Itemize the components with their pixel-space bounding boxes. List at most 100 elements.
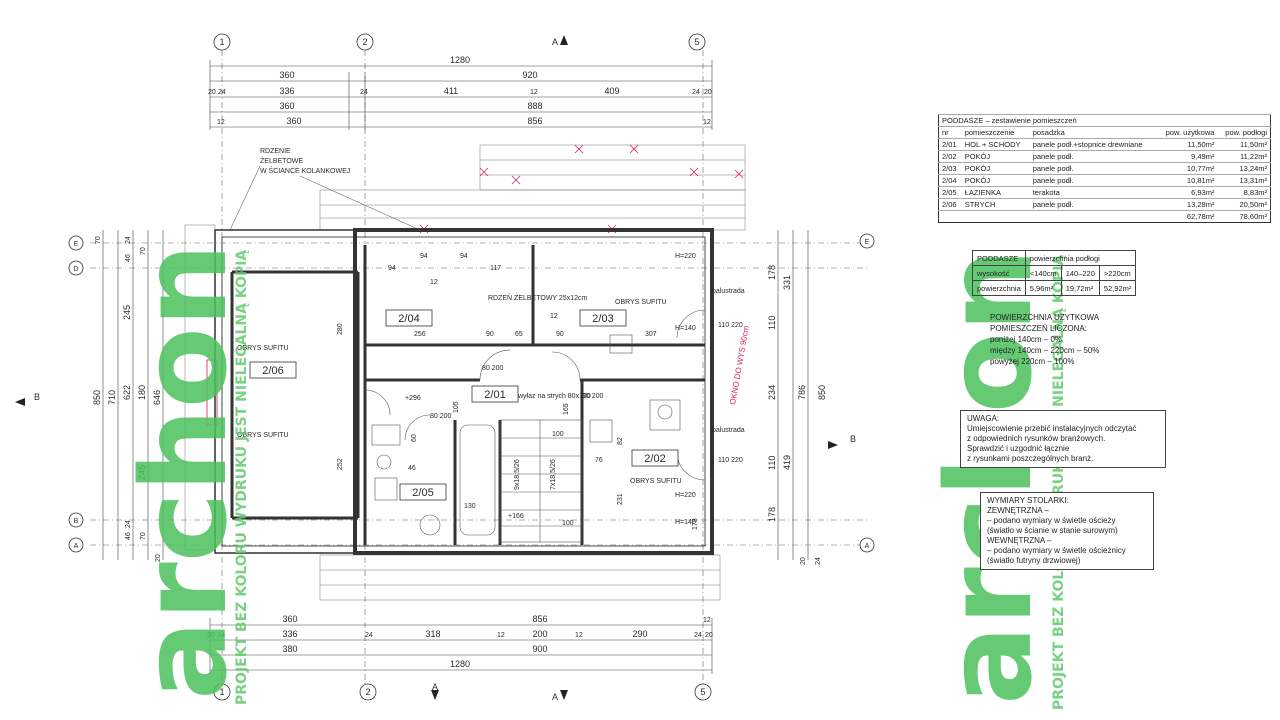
inner-dimensions: 94 94 94 117 12 256 90 65 12 90 307 280 … xyxy=(337,253,699,530)
cell: panele podł. xyxy=(1029,150,1158,163)
left-dimensions: 70 24 46 70 245 710 850 622 180 646 245 … xyxy=(92,236,162,562)
inner-dim-280: 280 xyxy=(337,323,344,335)
note-line-5: z rysunkami poszczególnych branż. xyxy=(967,454,1094,463)
bathroom-fixtures xyxy=(371,334,681,536)
inner-walls xyxy=(230,245,705,545)
obrys-sufitu-1: OBRYS SUFITU xyxy=(615,299,667,306)
table-row: 2/03 POKÓJ panele podł. 10,77m² 13,24m² xyxy=(938,162,1271,175)
installation-note: UWAGA: Umiejscowienie przebić instalacyj… xyxy=(960,410,1166,468)
axis-b-left: B xyxy=(74,518,79,525)
note-line-4: Sprawdzić i uzgodnić łącznie xyxy=(967,444,1070,453)
dim-top-360: 360 xyxy=(279,70,294,80)
dim-top-24c: 24 xyxy=(692,89,700,96)
axis-5-top: 5 xyxy=(694,37,699,47)
cell: 11,50m² xyxy=(1157,138,1218,151)
dim-left-180: 180 xyxy=(137,385,147,400)
cell: panele podł. xyxy=(1029,162,1158,175)
dim-bot-24a: 24 xyxy=(217,632,225,639)
cell: 140–220 xyxy=(1060,265,1100,281)
room-2-01: 2/01 xyxy=(484,389,505,401)
cell xyxy=(1029,210,1158,223)
inner-dim-130: 130 xyxy=(464,503,476,510)
inner-dim-90b: 90 xyxy=(556,331,564,338)
dim-right-110a: 110 xyxy=(767,316,777,330)
cell: ŁAZIENKA xyxy=(961,186,1030,199)
rules-line-1: POWIERZCHNIA UŻYTKOWA xyxy=(990,313,1100,322)
dim-top-12b: 12 xyxy=(217,119,225,126)
cell: terakota xyxy=(1029,186,1158,199)
dim-top-12a: 12 xyxy=(530,89,538,96)
cell: STRYCH xyxy=(961,198,1030,211)
dim-right-331: 331 xyxy=(782,275,792,290)
inner-dim-82: 82 xyxy=(617,437,624,445)
dim-right-178a: 178 xyxy=(767,265,777,280)
archon-logo-right: archon xyxy=(920,248,1058,705)
section-b-left: B xyxy=(34,392,40,402)
watermark-left: archon PROJEKT BEZ KOLORU WYDRUKU JEST N… xyxy=(115,243,253,705)
stairs-run-2: 7x18,5/26 xyxy=(550,459,557,490)
table-row: 2/02 POKÓJ panele podł. 9,49m² 11,22m² xyxy=(938,150,1271,163)
openings-line-3: – podano wymiary w świetle ościeży xyxy=(987,516,1116,525)
axis-e-left: E xyxy=(74,241,79,248)
openings-dimensions-note: WYMIARY STOLARKI: ZEWNĘTRZNA – – podano … xyxy=(980,492,1154,570)
dim-top-409: 409 xyxy=(604,86,619,96)
dim-right-850: 850 xyxy=(817,385,827,400)
red-marks xyxy=(206,144,744,426)
watermark-right: archon PROJEKT BEZ KOLORU WYDRUKU JEST N… xyxy=(920,248,1067,710)
cell: <140cm xyxy=(1024,265,1062,281)
openings-line-1: WYMIARY STOLARKI: xyxy=(987,496,1069,505)
cell: 2/05 xyxy=(938,186,962,199)
axis-d-left: D xyxy=(73,266,78,273)
rooms-th-nr: nr xyxy=(938,126,962,139)
openings-line-5: WEWNĘTRZNA – xyxy=(987,536,1052,545)
axis-grid xyxy=(90,50,870,690)
obrys-sufitu-3: OBRYS SUFITU xyxy=(237,432,289,439)
note-line-3: z odpowiednich rysunków branżowych. xyxy=(967,434,1106,443)
cell: 5,96m² xyxy=(1024,280,1062,296)
wylaz-label: wyłaz na strych 80x120 xyxy=(517,393,591,400)
rooms-th-usable: pow. użytkowa xyxy=(1157,126,1218,139)
cell: HOL + SCHODY xyxy=(961,138,1030,151)
total-usable: 62,78m² xyxy=(1157,210,1218,223)
note-line-2: Umiejscowienie przebić instalacyjnych od… xyxy=(967,424,1137,433)
bottom-dimension-lines xyxy=(209,618,713,674)
dim-left-646: 646 xyxy=(152,390,162,405)
openings-line-4: (światło w ścianie w stanie surowym) xyxy=(987,526,1118,535)
roof-eaves xyxy=(184,144,746,601)
axis-5-bottom: 5 xyxy=(700,687,705,697)
top-dimension-lines xyxy=(209,60,713,130)
inner-dim-231: 231 xyxy=(617,493,624,505)
dim-bot-318: 318 xyxy=(425,629,440,639)
dim-left-245b: 245 xyxy=(137,465,147,480)
cell xyxy=(938,210,962,223)
inner-dim-100a: 100 xyxy=(552,431,564,438)
area-header-poddasze: PODDASZE xyxy=(972,250,1026,266)
cell: 19,72m² xyxy=(1060,280,1100,296)
dim-left-245a: 245 xyxy=(122,305,132,320)
table-row: 2/01 HOL + SCHODY panele podł.+stopnice … xyxy=(938,138,1271,151)
rules-line-4: między 140cm – 220cm – 50% xyxy=(990,346,1100,355)
room-2-05: 2/05 xyxy=(412,487,433,499)
rules-line-3: poniżej 140cm – 0% xyxy=(990,335,1063,344)
dim-left-710: 710 xyxy=(107,390,117,405)
stairs-run-1: 9x18,5/26 xyxy=(514,459,521,490)
cell: powierzchnia xyxy=(972,280,1026,296)
axis-1-bottom: 1 xyxy=(219,687,224,697)
rooms-schedule-table: PODDASZE – zestawienie pomieszczeń nr po… xyxy=(938,114,1271,223)
dim-left-70c: 70 xyxy=(140,532,147,540)
dim-top-20a: 20 xyxy=(208,89,216,96)
area-header-title: powierzchnia podłogi xyxy=(1024,250,1137,266)
openings-line-6: – podano wymiary w świetle ościeżnicy xyxy=(987,546,1126,555)
dim-left-46a: 46 xyxy=(125,254,132,262)
cell: 2/03 xyxy=(938,162,962,175)
dim-right-20: 20 xyxy=(800,557,807,565)
usable-area-rules: POWIERZCHNIA UŻYTKOWA POMIESZCZEŃ LICZON… xyxy=(990,312,1099,367)
staircase xyxy=(499,419,583,543)
total-floor: 78,60m² xyxy=(1217,210,1271,223)
top-dimensions: 1280 360 920 20 24 336 24 411 12 409 24 … xyxy=(208,55,712,126)
copy-notice-left: PROJEKT BEZ KOLORU WYDRUKU JEST NIELEGAL… xyxy=(234,250,250,705)
rdzenie-line-1: RDZENIE xyxy=(260,148,291,155)
dim-left-20: 20 xyxy=(155,554,162,562)
dim-right-24: 24 xyxy=(815,557,822,565)
